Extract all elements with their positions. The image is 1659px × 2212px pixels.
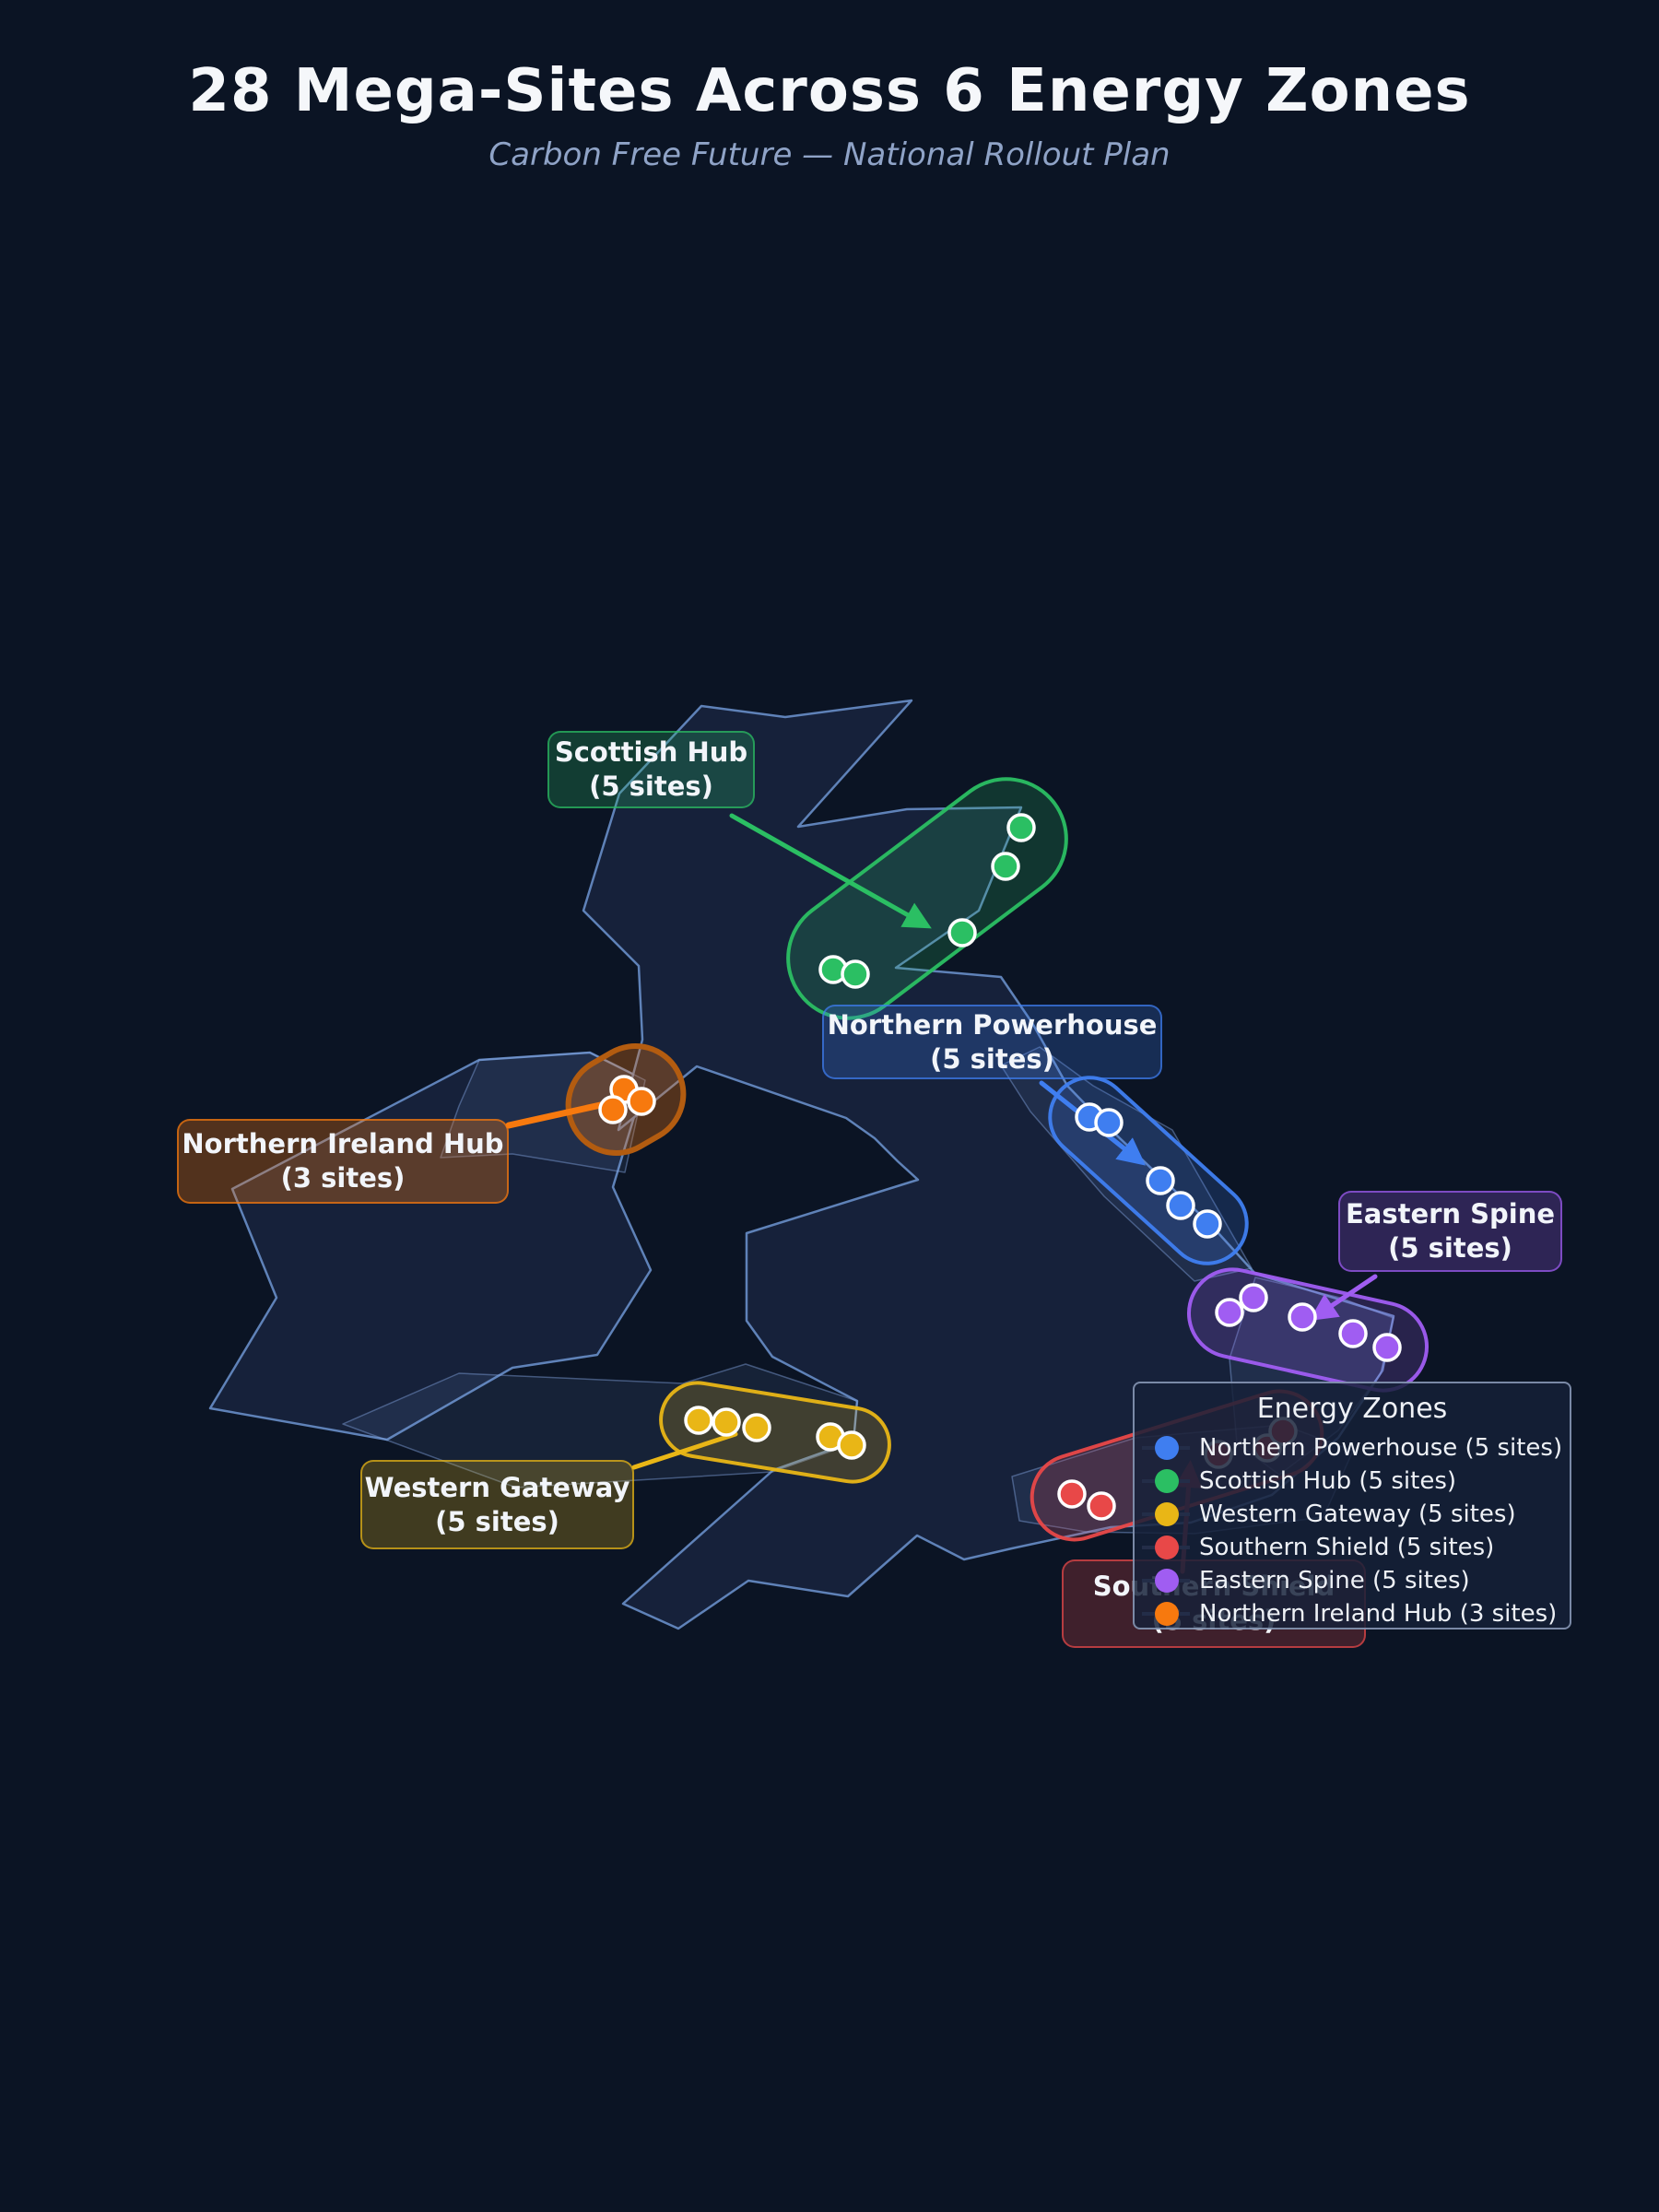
site-dot-eastern-spine [1338, 1319, 1368, 1348]
legend-item: Northern Powerhouse (5 sites) [1135, 1431, 1570, 1465]
legend-items: Northern Powerhouse (5 sites) Scottish Hu… [1135, 1431, 1570, 1630]
legend-swatch-icon [1155, 1469, 1179, 1493]
site-dot-northern-powerhouse [1166, 1191, 1195, 1220]
site-dot-eastern-spine [1372, 1333, 1402, 1362]
label-connector-eastern-spine [1309, 1274, 1378, 1322]
site-dot-northern-powerhouse [1146, 1166, 1175, 1195]
site-dot-scottish-hub [947, 918, 977, 947]
site-dot-northern-powerhouse [1193, 1209, 1222, 1239]
legend-item: Northern Ireland Hub (3 sites) [1135, 1597, 1570, 1630]
page-title: 28 Mega-Sites Across 6 Energy Zones [188, 57, 1471, 125]
site-dot-western-gateway [837, 1430, 866, 1460]
legend-item: Eastern Spine (5 sites) [1135, 1564, 1570, 1597]
site-dot-northern-powerhouse [1094, 1108, 1124, 1137]
legend-item-label: Northern Ireland Hub (3 sites) [1199, 1600, 1558, 1628]
site-dot-northern-ireland-hub [627, 1087, 656, 1116]
site-dot-scottish-hub [991, 852, 1020, 881]
site-dot-scottish-hub [841, 959, 870, 989]
site-dot-eastern-spine [1215, 1298, 1244, 1327]
label-connector-scottish-hub [729, 813, 932, 929]
cluster-hull-western-gateway [659, 1381, 891, 1484]
legend-title: Energy Zones [1256, 1393, 1448, 1425]
zone-region-western-gateway [342, 1363, 858, 1488]
label-connector-western-gateway [631, 1431, 738, 1470]
site-dot-southern-shield [1057, 1479, 1087, 1509]
legend-item: Scottish Hub (5 sites) [1135, 1465, 1570, 1498]
site-dot-eastern-spine [1239, 1283, 1268, 1312]
site-dot-western-gateway [684, 1406, 713, 1435]
legend-swatch-icon [1155, 1436, 1179, 1460]
site-dot-southern-shield [1087, 1491, 1116, 1521]
legend-swatch-icon [1155, 1502, 1179, 1526]
site-dot-eastern-spine [1288, 1302, 1317, 1332]
legend-item: Western Gateway (5 sites) [1135, 1498, 1570, 1531]
legend-item-label: Southern Shield (5 sites) [1199, 1534, 1495, 1561]
legend-item-label: Western Gateway (5 sites) [1199, 1500, 1516, 1528]
legend-swatch-icon [1155, 1602, 1179, 1626]
legend: Energy Zones Northern Powerhouse (5 site… [1133, 1382, 1571, 1630]
page-subtitle: Carbon Free Future — National Rollout Pl… [488, 136, 1171, 173]
site-dot-western-gateway [742, 1413, 771, 1442]
legend-item-label: Northern Powerhouse (5 sites) [1199, 1434, 1563, 1462]
label-connector-northern-ireland-hub [505, 1100, 608, 1129]
site-dot-northern-ireland-hub [598, 1095, 628, 1124]
legend-item-label: Scottish Hub (5 sites) [1199, 1467, 1457, 1495]
legend-item: Southern Shield (5 sites) [1135, 1531, 1570, 1564]
legend-swatch-icon [1155, 1535, 1179, 1559]
site-dot-scottish-hub [1006, 813, 1036, 842]
legend-item-label: Eastern Spine (5 sites) [1199, 1567, 1470, 1594]
site-dot-western-gateway [712, 1407, 741, 1437]
legend-swatch-icon [1155, 1569, 1179, 1593]
